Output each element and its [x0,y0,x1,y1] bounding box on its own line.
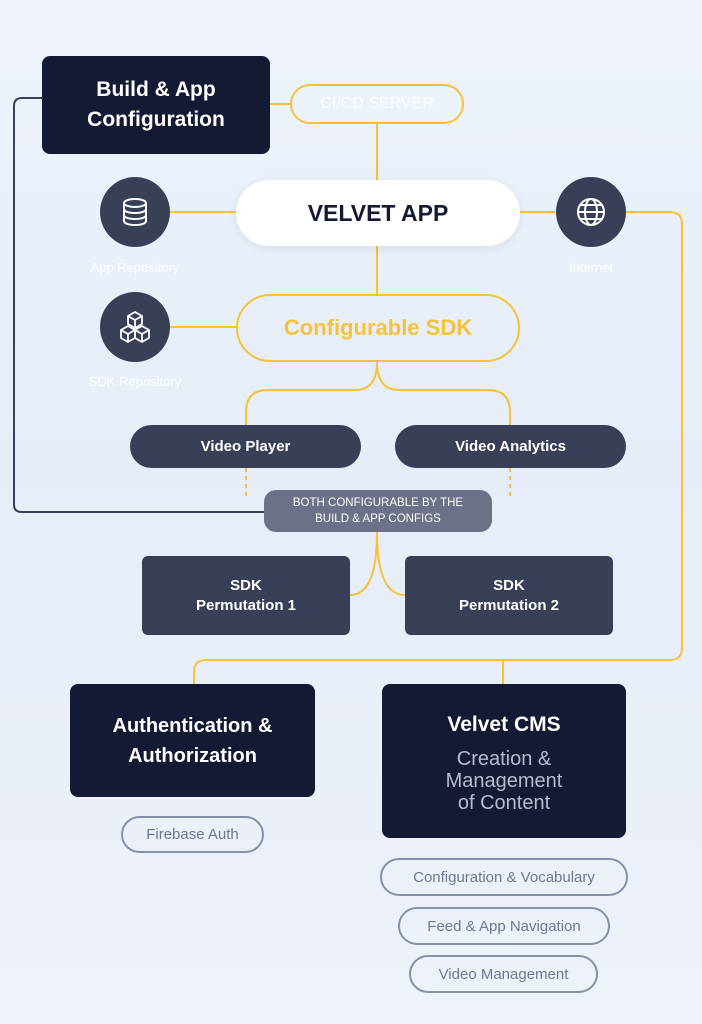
sdk-permutation-1-line1: SDK [230,576,262,594]
sdk-repository-node [100,292,170,362]
configurable-sdk-label: Configurable SDK [283,315,473,340]
firebase-auth-label: Firebase Auth [146,826,239,843]
velvet-app-label: VELVET APP [307,199,449,226]
cms-subtitle: Creation & Management of Content [445,748,563,814]
video-player-node: Video Player [130,425,361,468]
globe-icon [577,198,605,226]
cicd-server-label: CI/CD SERVER [320,95,434,112]
internet-caption: Internet [568,260,614,275]
build-config-box: Build & App Configuration [42,56,270,154]
sdk-permutation-2-node: SDK Permutation 2 [405,556,613,635]
internet-node [556,177,626,247]
auth-title: Authentication & Authorization [112,714,273,767]
video-analytics-node: Video Analytics [395,425,626,468]
cms-tag-configuration-label: Configuration & Vocabulary [413,868,595,886]
sdk-permutation-1-line2: Permutation 1 [195,596,297,614]
database-icon [123,198,147,227]
sdk-repository-caption: SDK Repository [88,374,182,389]
auth-box: Authentication & Authorization [70,684,315,797]
video-player-label: Video Player [200,438,291,455]
firebase-auth-tag: Firebase Auth [121,816,264,853]
cms-tag-configuration: Configuration & Vocabulary [380,858,628,896]
cubes-icon [120,311,150,343]
configurable-note: BOTH CONFIGURABLE BY THE BUILD & APP CON… [264,490,492,532]
configurable-sdk-node: Configurable SDK [236,294,520,362]
sdk-permutation-2-line2: Permutation 2 [458,596,560,614]
cicd-server-pill: CI/CD SERVER [290,84,464,124]
video-analytics-label: Video Analytics [455,438,566,455]
cms-tag-feed-navigation: Feed & App Navigation [398,907,610,945]
sdk-permutation-1-node: SDK Permutation 1 [142,556,350,635]
app-repository-node [100,177,170,247]
cms-box: Velvet CMS Creation & Management of Cont… [382,684,626,838]
app-repository-caption: App Repository [90,260,180,275]
cms-title: Velvet CMS [447,713,561,736]
build-config-title: Build & App Configuration [87,78,225,131]
configurable-note-text: BOTH CONFIGURABLE BY THE BUILD & APP CON… [292,497,464,525]
cms-tag-feed-navigation-label: Feed & App Navigation [427,917,581,935]
cms-tag-video-management: Video Management [409,955,598,993]
cms-tag-video-management-label: Video Management [438,965,569,983]
velvet-app-node: VELVET APP [236,180,520,246]
sdk-permutation-2-line1: SDK [493,576,525,594]
